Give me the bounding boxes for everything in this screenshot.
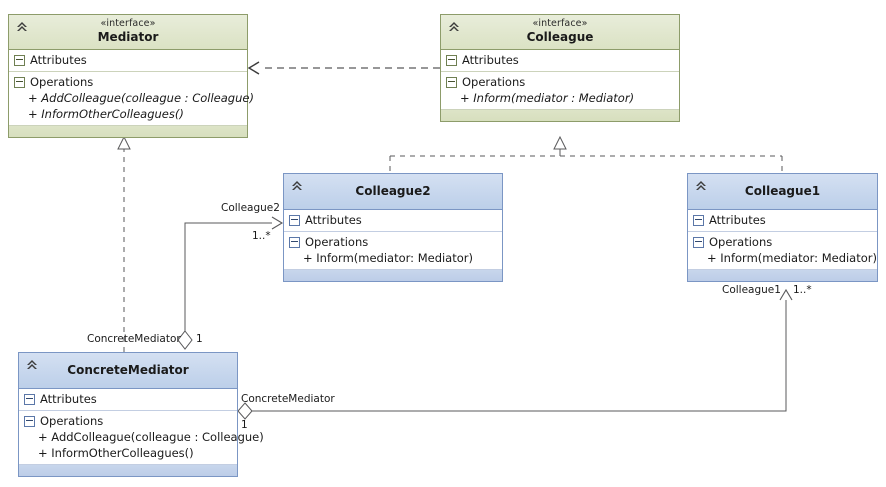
class-name: Colleague2: [355, 184, 431, 198]
operation-item: + InformOtherColleagues(): [28, 107, 184, 121]
operations-compartment-mediator[interactable]: Operations + AddColleague(colleague : Co…: [9, 72, 254, 125]
operations-compartment-concretemediator[interactable]: Operations + AddColleague(colleague : Co…: [19, 411, 264, 464]
operations-label: Operations: [462, 75, 526, 89]
expander-minus-icon[interactable]: [446, 77, 457, 88]
edge-label-concretemediator-multiplicity-right: 1: [241, 419, 248, 431]
collapse-chevron-icon[interactable]: [289, 178, 305, 194]
class-name: Colleague: [526, 30, 594, 44]
attributes-compartment-colleague1[interactable]: Attributes: [688, 210, 877, 232]
class-footer: [284, 269, 502, 281]
class-name: Mediator: [97, 30, 159, 44]
edge-label-colleague1-role: Colleague1: [722, 284, 781, 296]
collapse-chevron-icon[interactable]: [24, 357, 40, 373]
collapse-chevron-icon[interactable]: [446, 19, 462, 35]
expander-minus-icon[interactable]: [14, 55, 25, 66]
attributes-label: Attributes: [305, 213, 362, 227]
attributes-label: Attributes: [462, 53, 519, 67]
edge-dependency-colleague-to-mediator: [247, 61, 440, 75]
edge-realization-colleagues-to-colleague: [389, 135, 783, 173]
operations-compartment-colleague1[interactable]: Operations + Inform(mediator: Mediator): [688, 232, 877, 269]
expander-minus-icon[interactable]: [693, 237, 704, 248]
operations-label: Operations: [40, 414, 104, 428]
expander-minus-icon[interactable]: [693, 215, 704, 226]
attributes-compartment-colleague2[interactable]: Attributes: [284, 210, 502, 232]
class-header-colleague1: Colleague1: [688, 174, 877, 210]
attributes-compartment-concretemediator[interactable]: Attributes: [19, 389, 237, 411]
class-footer: [19, 464, 237, 476]
class-name: Colleague1: [744, 184, 821, 198]
class-box-colleague[interactable]: «interface» Colleague Attributes Operati…: [440, 14, 680, 122]
operations-label: Operations: [709, 235, 773, 249]
operation-item: + AddColleague(colleague : Colleague): [38, 430, 264, 444]
collapse-chevron-icon[interactable]: [14, 19, 30, 35]
class-header-mediator: «interface» Mediator: [9, 15, 247, 50]
operations-label: Operations: [30, 75, 94, 89]
expander-minus-icon[interactable]: [24, 394, 35, 405]
class-box-colleague1[interactable]: Colleague1 Attributes Operations + Infor…: [687, 173, 878, 282]
edge-label-colleague2-multiplicity: 1..*: [252, 230, 271, 242]
operations-label: Operations: [305, 235, 369, 249]
operation-item: + AddColleague(colleague : Colleague): [28, 91, 254, 105]
operations-compartment-colleague2[interactable]: Operations + Inform(mediator: Mediator): [284, 232, 502, 269]
edge-realization-concretemediator-to-mediator: [117, 135, 131, 352]
operation-item: + Inform(mediator : Mediator): [460, 91, 635, 105]
class-box-mediator[interactable]: «interface» Mediator Attributes Operatio…: [8, 14, 254, 138]
class-header-colleague: «interface» Colleague: [441, 15, 679, 50]
expander-minus-icon[interactable]: [289, 215, 300, 226]
attributes-label: Attributes: [709, 213, 766, 227]
attributes-compartment-mediator[interactable]: Attributes: [9, 50, 247, 72]
attributes-label: Attributes: [40, 392, 97, 406]
class-name: ConcreteMediator: [67, 363, 189, 377]
expander-minus-icon[interactable]: [24, 416, 35, 427]
operation-item: + Inform(mediator: Mediator): [707, 251, 877, 265]
class-header-colleague2: Colleague2: [284, 174, 502, 210]
attributes-label: Attributes: [30, 53, 87, 67]
class-footer: [9, 125, 247, 137]
class-header-concretemediator: ConcreteMediator: [19, 353, 237, 389]
operation-item: + Inform(mediator: Mediator): [303, 251, 473, 265]
class-box-concretemediator[interactable]: ConcreteMediator Attributes Operations +…: [18, 352, 264, 477]
class-stereotype: «interface»: [100, 18, 156, 29]
attributes-compartment-colleague[interactable]: Attributes: [441, 50, 679, 72]
collapse-chevron-icon[interactable]: [693, 178, 709, 194]
class-box-colleague2[interactable]: Colleague2 Attributes Operations + Infor…: [283, 173, 503, 282]
edge-label-colleague1-multiplicity: 1..*: [793, 284, 812, 296]
edge-label-concretemediator-role-right: ConcreteMediator: [241, 393, 335, 405]
edge-label-concretemediator-role-top: ConcreteMediator: [87, 333, 181, 345]
expander-minus-icon[interactable]: [446, 55, 457, 66]
operation-item: + InformOtherColleagues(): [38, 446, 194, 460]
edge-label-colleague2-role: Colleague2: [221, 202, 280, 214]
edge-label-concretemediator-multiplicity-top: 1: [196, 333, 203, 345]
class-footer: [441, 109, 679, 121]
operations-compartment-colleague[interactable]: Operations + Inform(mediator : Mediator): [441, 72, 679, 109]
expander-minus-icon[interactable]: [14, 77, 25, 88]
expander-minus-icon[interactable]: [289, 237, 300, 248]
class-stereotype: «interface»: [532, 18, 588, 29]
class-footer: [688, 269, 877, 281]
